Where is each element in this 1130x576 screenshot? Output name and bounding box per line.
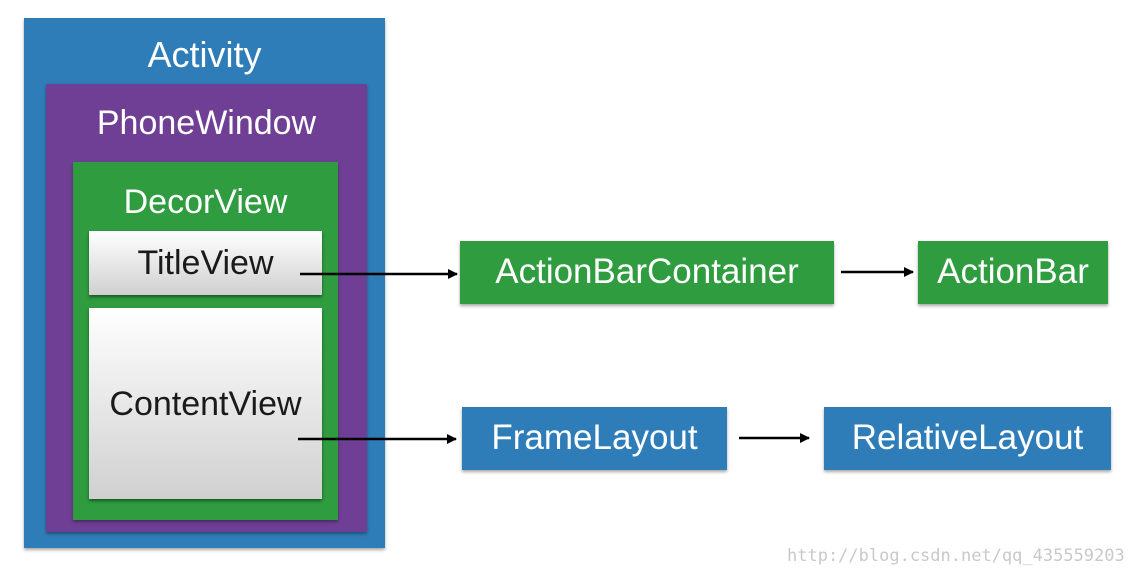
phonewindow-label: PhoneWindow xyxy=(96,104,317,142)
actionbarcontainer-box: ActionBarContainer xyxy=(460,241,834,304)
framelayout-label: FrameLayout xyxy=(491,418,698,457)
decorview-label: DecorView xyxy=(123,183,288,221)
titleview-label: TitleView xyxy=(137,244,274,282)
relativelayout-box: RelativeLayout xyxy=(824,407,1111,470)
actionbar-box: ActionBar xyxy=(918,241,1108,304)
framelayout-box: FrameLayout xyxy=(462,407,727,470)
contentview-box: ContentView xyxy=(89,308,322,499)
actionbarcontainer-label: ActionBarContainer xyxy=(495,252,799,291)
watermark-text: http://blog.csdn.net/qq_435559203 xyxy=(787,546,1125,566)
relativelayout-label: RelativeLayout xyxy=(851,418,1084,457)
contentview-label: ContentView xyxy=(109,385,302,423)
titleview-box: TitleView xyxy=(89,231,322,295)
activity-label: Activity xyxy=(147,34,262,75)
actionbar-label: ActionBar xyxy=(937,252,1089,291)
